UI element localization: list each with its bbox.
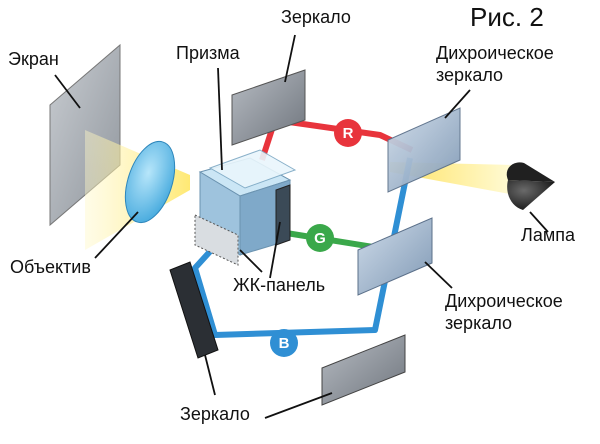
- leader-mirror-bottom-right: [264, 392, 333, 419]
- green-channel-badge: G: [306, 224, 334, 252]
- label-lamp: Лампа: [521, 225, 575, 245]
- leader-lines: [54, 34, 549, 419]
- leader-lcd: [239, 249, 263, 273]
- svg-text:G: G: [314, 230, 326, 247]
- label-lens: Объектив: [10, 257, 91, 277]
- label-lcd-panel: ЖК-панель: [233, 275, 326, 295]
- mirror-top: [231, 69, 306, 146]
- mirror-bottom-right: [321, 334, 406, 406]
- label-mirror-bottom: Зеркало: [180, 404, 250, 424]
- lcd-panel-front: [194, 214, 239, 266]
- label-dichroic-bottom-2: зеркало: [445, 313, 513, 333]
- label-prism: Призма: [176, 43, 240, 63]
- lcd-panel-side: [275, 184, 291, 246]
- leader-screen: [54, 74, 81, 109]
- lamp-icon: [507, 180, 555, 210]
- leader-mirror-top: [284, 34, 296, 83]
- label-screen: Экран: [8, 49, 59, 69]
- leader-dichroic-top: [444, 89, 471, 119]
- svg-text:B: B: [279, 335, 290, 352]
- leader-lamp: [529, 211, 549, 233]
- blue-channel-badge: B: [270, 329, 298, 357]
- dichroic-mirror-top: [387, 107, 461, 193]
- label-dichroic-top-1: Дихроическое: [436, 43, 554, 63]
- prism-glass: [208, 149, 297, 189]
- leader-prism: [217, 67, 223, 171]
- leader-lcd-side: [269, 221, 281, 279]
- leader-lens: [94, 211, 139, 259]
- figure-label: Рис. 2: [470, 2, 544, 32]
- svg-text:R: R: [343, 125, 354, 142]
- dichroic-mirror-bottom: [357, 217, 433, 296]
- leader-mirror-bottom: [204, 354, 216, 396]
- lens: [124, 140, 176, 224]
- label-mirror-top: Зеркало: [281, 7, 351, 27]
- red-channel-badge: R: [334, 119, 362, 147]
- leader-dichroic-bottom: [424, 261, 453, 289]
- label-dichroic-bottom-1: Дихроическое: [445, 291, 563, 311]
- label-dichroic-top-2: зеркало: [436, 65, 504, 85]
- mirror-bottom-left: [169, 261, 219, 359]
- lamp-bulb: [506, 162, 555, 182]
